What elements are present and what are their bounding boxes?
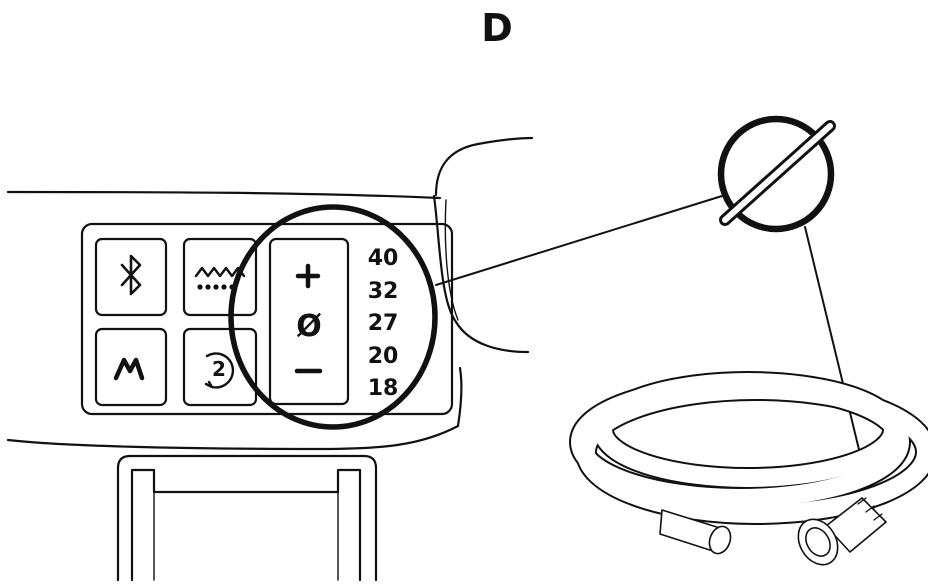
diameter-size-list: 40 32 27 20 18 — [358, 243, 408, 406]
cycle-2-icon — [204, 352, 235, 389]
magnifier-circle — [228, 204, 438, 430]
diameter-symbol-label: Ø — [296, 309, 322, 344]
size-option: 18 — [367, 376, 399, 401]
size-option: 20 — [367, 343, 399, 369]
mode-button[interactable] — [94, 327, 168, 407]
mode-m-icon — [113, 357, 145, 381]
heat-button[interactable] — [182, 237, 258, 317]
size-option: 32 — [367, 278, 399, 304]
stand-bracket — [116, 454, 378, 582]
device-body — [6, 136, 534, 451]
size-option: 40 — [367, 246, 399, 271]
bluetooth-button[interactable] — [94, 237, 168, 317]
cycle-count-glyph: 2 — [212, 357, 226, 381]
heated-tube-icon — [194, 266, 246, 290]
control-panel — [80, 222, 454, 416]
plus-icon — [295, 263, 321, 289]
size-option: 27 — [367, 311, 399, 336]
bluetooth-icon — [120, 254, 142, 296]
coiled-hose-icon — [569, 371, 928, 566]
diameter-symbol-icon — [717, 115, 836, 233]
cycle-button[interactable] — [182, 327, 258, 407]
panel-label: D — [481, 6, 513, 50]
diameter-control-button[interactable] — [268, 237, 350, 406]
